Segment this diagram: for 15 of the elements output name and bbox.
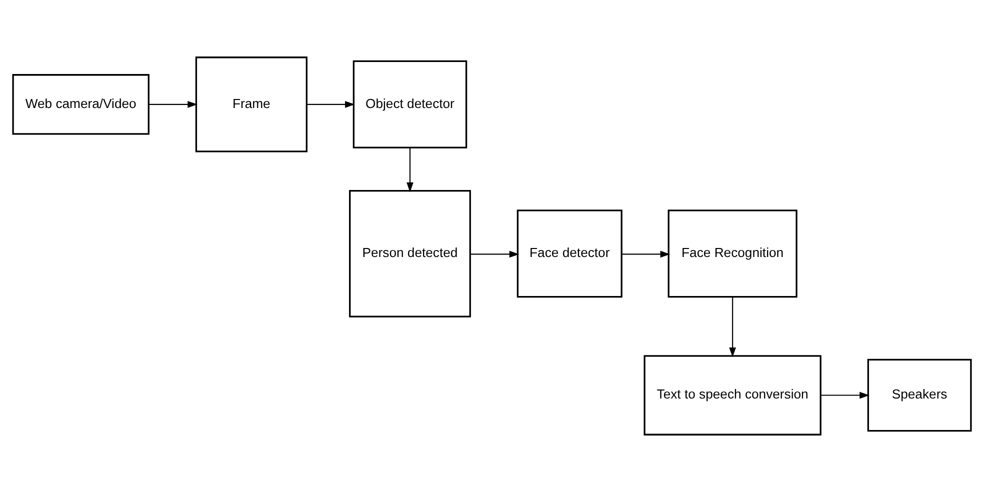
arrow: [729, 296, 736, 357]
node-box: Person detected: [349, 189, 471, 317]
arrow: [148, 100, 198, 108]
arrow: [306, 100, 355, 108]
node-box: Web camera/Video: [12, 74, 150, 134]
node-box: Object detector: [352, 60, 468, 148]
node-box: Face detector: [516, 209, 622, 298]
arrow: [406, 147, 414, 192]
arrow: [820, 391, 870, 398]
node-box: Text to speech conversion: [644, 354, 822, 435]
node-box: Frame: [195, 56, 308, 152]
node-box: Face Recognition: [668, 209, 798, 298]
node-box: Speakers: [867, 358, 972, 432]
arrow: [622, 250, 670, 258]
arrow: [470, 250, 520, 258]
